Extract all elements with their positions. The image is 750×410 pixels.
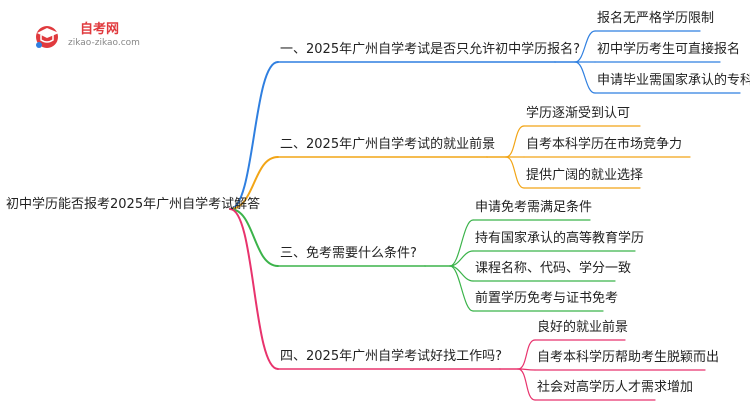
leaf-label-1-3: 申请毕业需国家承认的专科学历 bbox=[597, 72, 750, 88]
leaf-node-3-2[interactable]: 持有国家承认的高等教育学历 bbox=[475, 230, 644, 246]
leaf-node-3-3[interactable]: 课程名称、代码、学分一致 bbox=[475, 260, 631, 276]
leaf-node-3-4[interactable]: 前置学历免考与证书免考 bbox=[475, 290, 618, 306]
leaf-node-4-2[interactable]: 自考本科学历帮助考生脱颖而出 bbox=[537, 349, 719, 365]
leaf-label-3-1: 申请免考需满足条件 bbox=[475, 199, 592, 215]
leaf-label-3-2: 持有国家承认的高等教育学历 bbox=[475, 230, 644, 246]
root-label: 初中学历能否报考2025年广州自学考试解答 bbox=[6, 196, 260, 212]
leaf-connector-3-1 bbox=[449, 219, 474, 267]
leaf-label-3-4: 前置学历免考与证书免考 bbox=[475, 290, 618, 306]
leaf-connector-4-3 bbox=[517, 368, 536, 401]
leaf-connector-2-3 bbox=[505, 156, 525, 189]
branch-node-1[interactable]: 一、2025年广州自学考试是否只允许初中学历报名? bbox=[280, 41, 580, 57]
leaf-node-1-1[interactable]: 报名无严格学历限制 bbox=[597, 10, 714, 26]
connector-lines bbox=[229, 30, 741, 401]
leaf-label-1-2: 初中学历考生可直接报名 bbox=[597, 41, 740, 57]
logo-name: 自考网 bbox=[80, 21, 119, 37]
root-connector-4 bbox=[229, 208, 279, 370]
graduation-cap-icon bbox=[36, 26, 59, 48]
leaf-node-2-1[interactable]: 学历逐渐受到认可 bbox=[526, 105, 630, 121]
site-logo[interactable]: 自考网 zikao-zikao.com bbox=[36, 21, 140, 48]
leaf-node-4-3[interactable]: 社会对高学历人才需求增加 bbox=[537, 379, 693, 395]
branch-node-4[interactable]: 四、2025年广州自学考试好找工作吗? bbox=[280, 348, 502, 364]
leaf-label-3-3: 课程名称、代码、学分一致 bbox=[475, 260, 631, 276]
leaf-connector-3-2 bbox=[449, 250, 474, 267]
branch-label-1: 一、2025年广州自学考试是否只允许初中学历报名? bbox=[280, 41, 580, 57]
leaf-node-1-2[interactable]: 初中学历考生可直接报名 bbox=[597, 41, 740, 57]
root-connector-3 bbox=[229, 208, 279, 267]
leaf-connector-1-1 bbox=[574, 30, 596, 63]
leaf-connector-2-1 bbox=[505, 125, 525, 158]
leaf-node-2-3[interactable]: 提供广阔的就业选择 bbox=[526, 167, 643, 183]
leaf-label-2-1: 学历逐渐受到认可 bbox=[526, 105, 630, 121]
leaf-label-1-1: 报名无严格学历限制 bbox=[597, 10, 714, 26]
branch-label-4: 四、2025年广州自学考试好找工作吗? bbox=[280, 348, 502, 364]
leaf-node-1-3[interactable]: 申请毕业需国家承认的专科学历 bbox=[597, 72, 750, 88]
root-node[interactable]: 初中学历能否报考2025年广州自学考试解答 bbox=[6, 196, 260, 212]
leaf-label-2-3: 提供广阔的就业选择 bbox=[526, 167, 643, 183]
leaf-label-2-2: 自考本科学历在市场竞争力 bbox=[526, 136, 682, 152]
leaf-label-4-2: 自考本科学历帮助考生脱颖而出 bbox=[537, 349, 719, 365]
branch-node-3[interactable]: 三、免考需要什么条件? bbox=[280, 245, 417, 261]
root-connector-2 bbox=[229, 156, 279, 210]
leaf-node-4-1[interactable]: 良好的就业前景 bbox=[537, 319, 628, 335]
branch-node-2[interactable]: 二、2025年广州自学考试的就业前景 bbox=[280, 136, 495, 152]
branch-label-2: 二、2025年广州自学考试的就业前景 bbox=[280, 136, 495, 152]
leaf-label-4-3: 社会对高学历人才需求增加 bbox=[537, 379, 693, 395]
leaf-connector-1-3 bbox=[574, 61, 596, 94]
branch-label-3: 三、免考需要什么条件? bbox=[280, 245, 417, 261]
root-connector-1 bbox=[229, 61, 279, 210]
leaf-connector-4-1 bbox=[517, 339, 536, 370]
logo-url: zikao-zikao.com bbox=[68, 38, 140, 48]
leaf-connector-3-4 bbox=[449, 265, 474, 312]
leaf-label-4-1: 良好的就业前景 bbox=[537, 319, 628, 335]
leaf-node-2-2[interactable]: 自考本科学历在市场竞争力 bbox=[526, 136, 682, 152]
leaf-node-3-1[interactable]: 申请免考需满足条件 bbox=[475, 199, 592, 215]
